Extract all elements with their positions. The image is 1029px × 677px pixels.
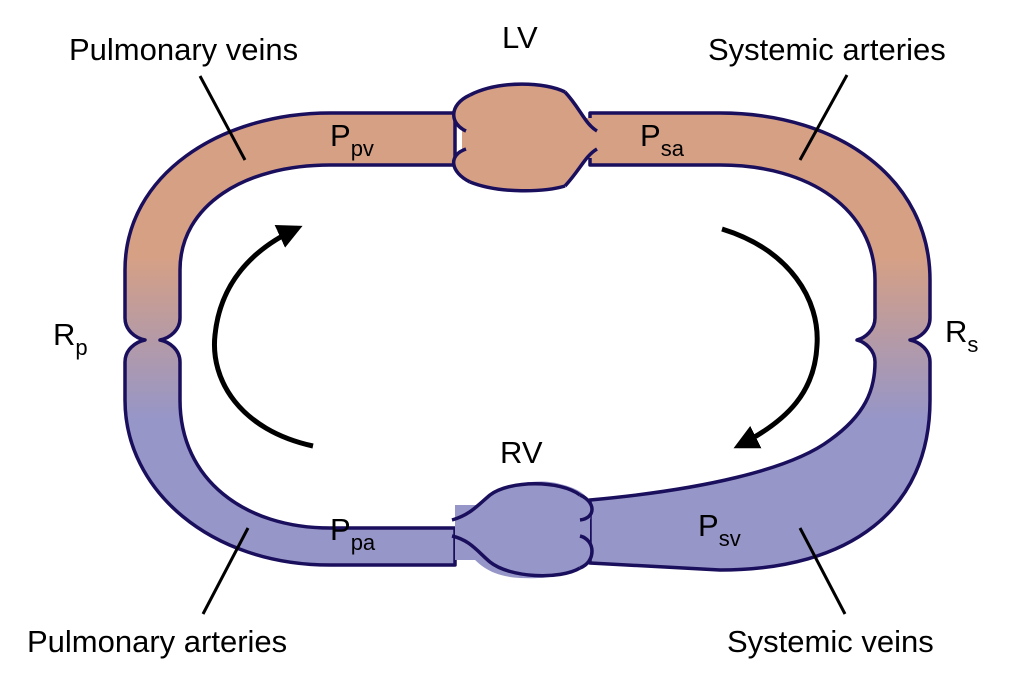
label-systemic-veins: Systemic veins <box>727 624 934 659</box>
pressure-psa: Psa <box>640 118 685 161</box>
lv-outline <box>469 82 566 193</box>
pressure-psv: Psv <box>698 508 741 551</box>
rv-fill <box>470 481 592 579</box>
pressure-ppv: Ppv <box>330 118 374 161</box>
rv-valve-inlet <box>451 482 582 578</box>
leader-systemic-arteries <box>798 74 849 161</box>
pulmonary-vessel-loop <box>123 111 457 567</box>
label-rv: RV <box>500 435 543 470</box>
leader-pulmonary-arteries <box>201 527 250 615</box>
resistance-rp: Rp <box>53 317 88 360</box>
left-ventricle <box>453 83 600 191</box>
lv-valve-inlet <box>452 93 471 184</box>
rv-valve-outlet <box>579 493 594 570</box>
flow-arrow-right <box>721 226 820 449</box>
leader-systemic-veins <box>798 527 847 615</box>
lv-valve-outlet <box>563 90 598 188</box>
pressure-ppa: Ppa <box>330 512 376 555</box>
systemic-vessel-loop <box>588 111 932 572</box>
label-systemic-arteries: Systemic arteries <box>708 32 946 67</box>
leader-pulmonary-veins <box>198 75 247 161</box>
label-pulmonary-veins: Pulmonary veins <box>69 32 298 67</box>
label-pulmonary-arteries: Pulmonary arteries <box>27 624 287 659</box>
label-lv: LV <box>502 20 538 55</box>
flow-arrow-left <box>211 224 314 449</box>
lv-cover <box>462 118 592 158</box>
resistance-rs: Rs <box>945 314 978 357</box>
